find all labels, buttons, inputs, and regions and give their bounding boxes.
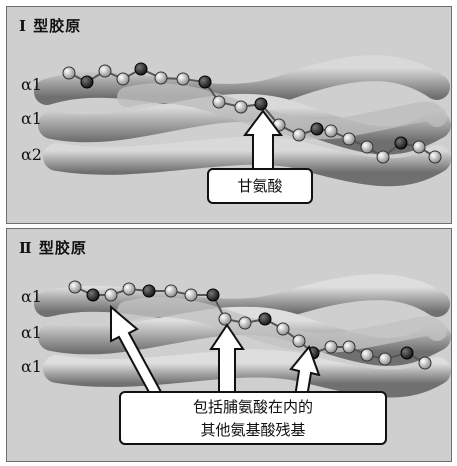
glycine-callout: 甘氨酸 [207, 168, 313, 204]
chain-label-1: α1 [21, 287, 42, 306]
chain-label-3: α1 [21, 357, 42, 376]
panel-title: Ⅰ 型胶原 [19, 15, 81, 36]
chain-label-2: α1 [21, 323, 42, 342]
callout-line-2: 其他氨基酸残基 [121, 419, 385, 442]
type-2-collagen-panel: Ⅱ 型胶原 α1 α1 α1 包括脯氨酸在内的 其他氨基酸残基 [6, 228, 452, 462]
chain-label-3: α2 [21, 145, 42, 164]
other-residues-callout: 包括脯氨酸在内的 其他氨基酸残基 [119, 391, 387, 445]
callout-line-1: 包括脯氨酸在内的 [121, 396, 385, 419]
panel-title: Ⅱ 型胶原 [19, 237, 87, 258]
chain-label-1: α1 [21, 75, 42, 94]
type-1-collagen-panel: Ⅰ 型胶原 α1 α1 α2 甘氨酸 [6, 6, 452, 224]
chain-label-2: α1 [21, 109, 42, 128]
helix-strands [47, 287, 437, 383]
